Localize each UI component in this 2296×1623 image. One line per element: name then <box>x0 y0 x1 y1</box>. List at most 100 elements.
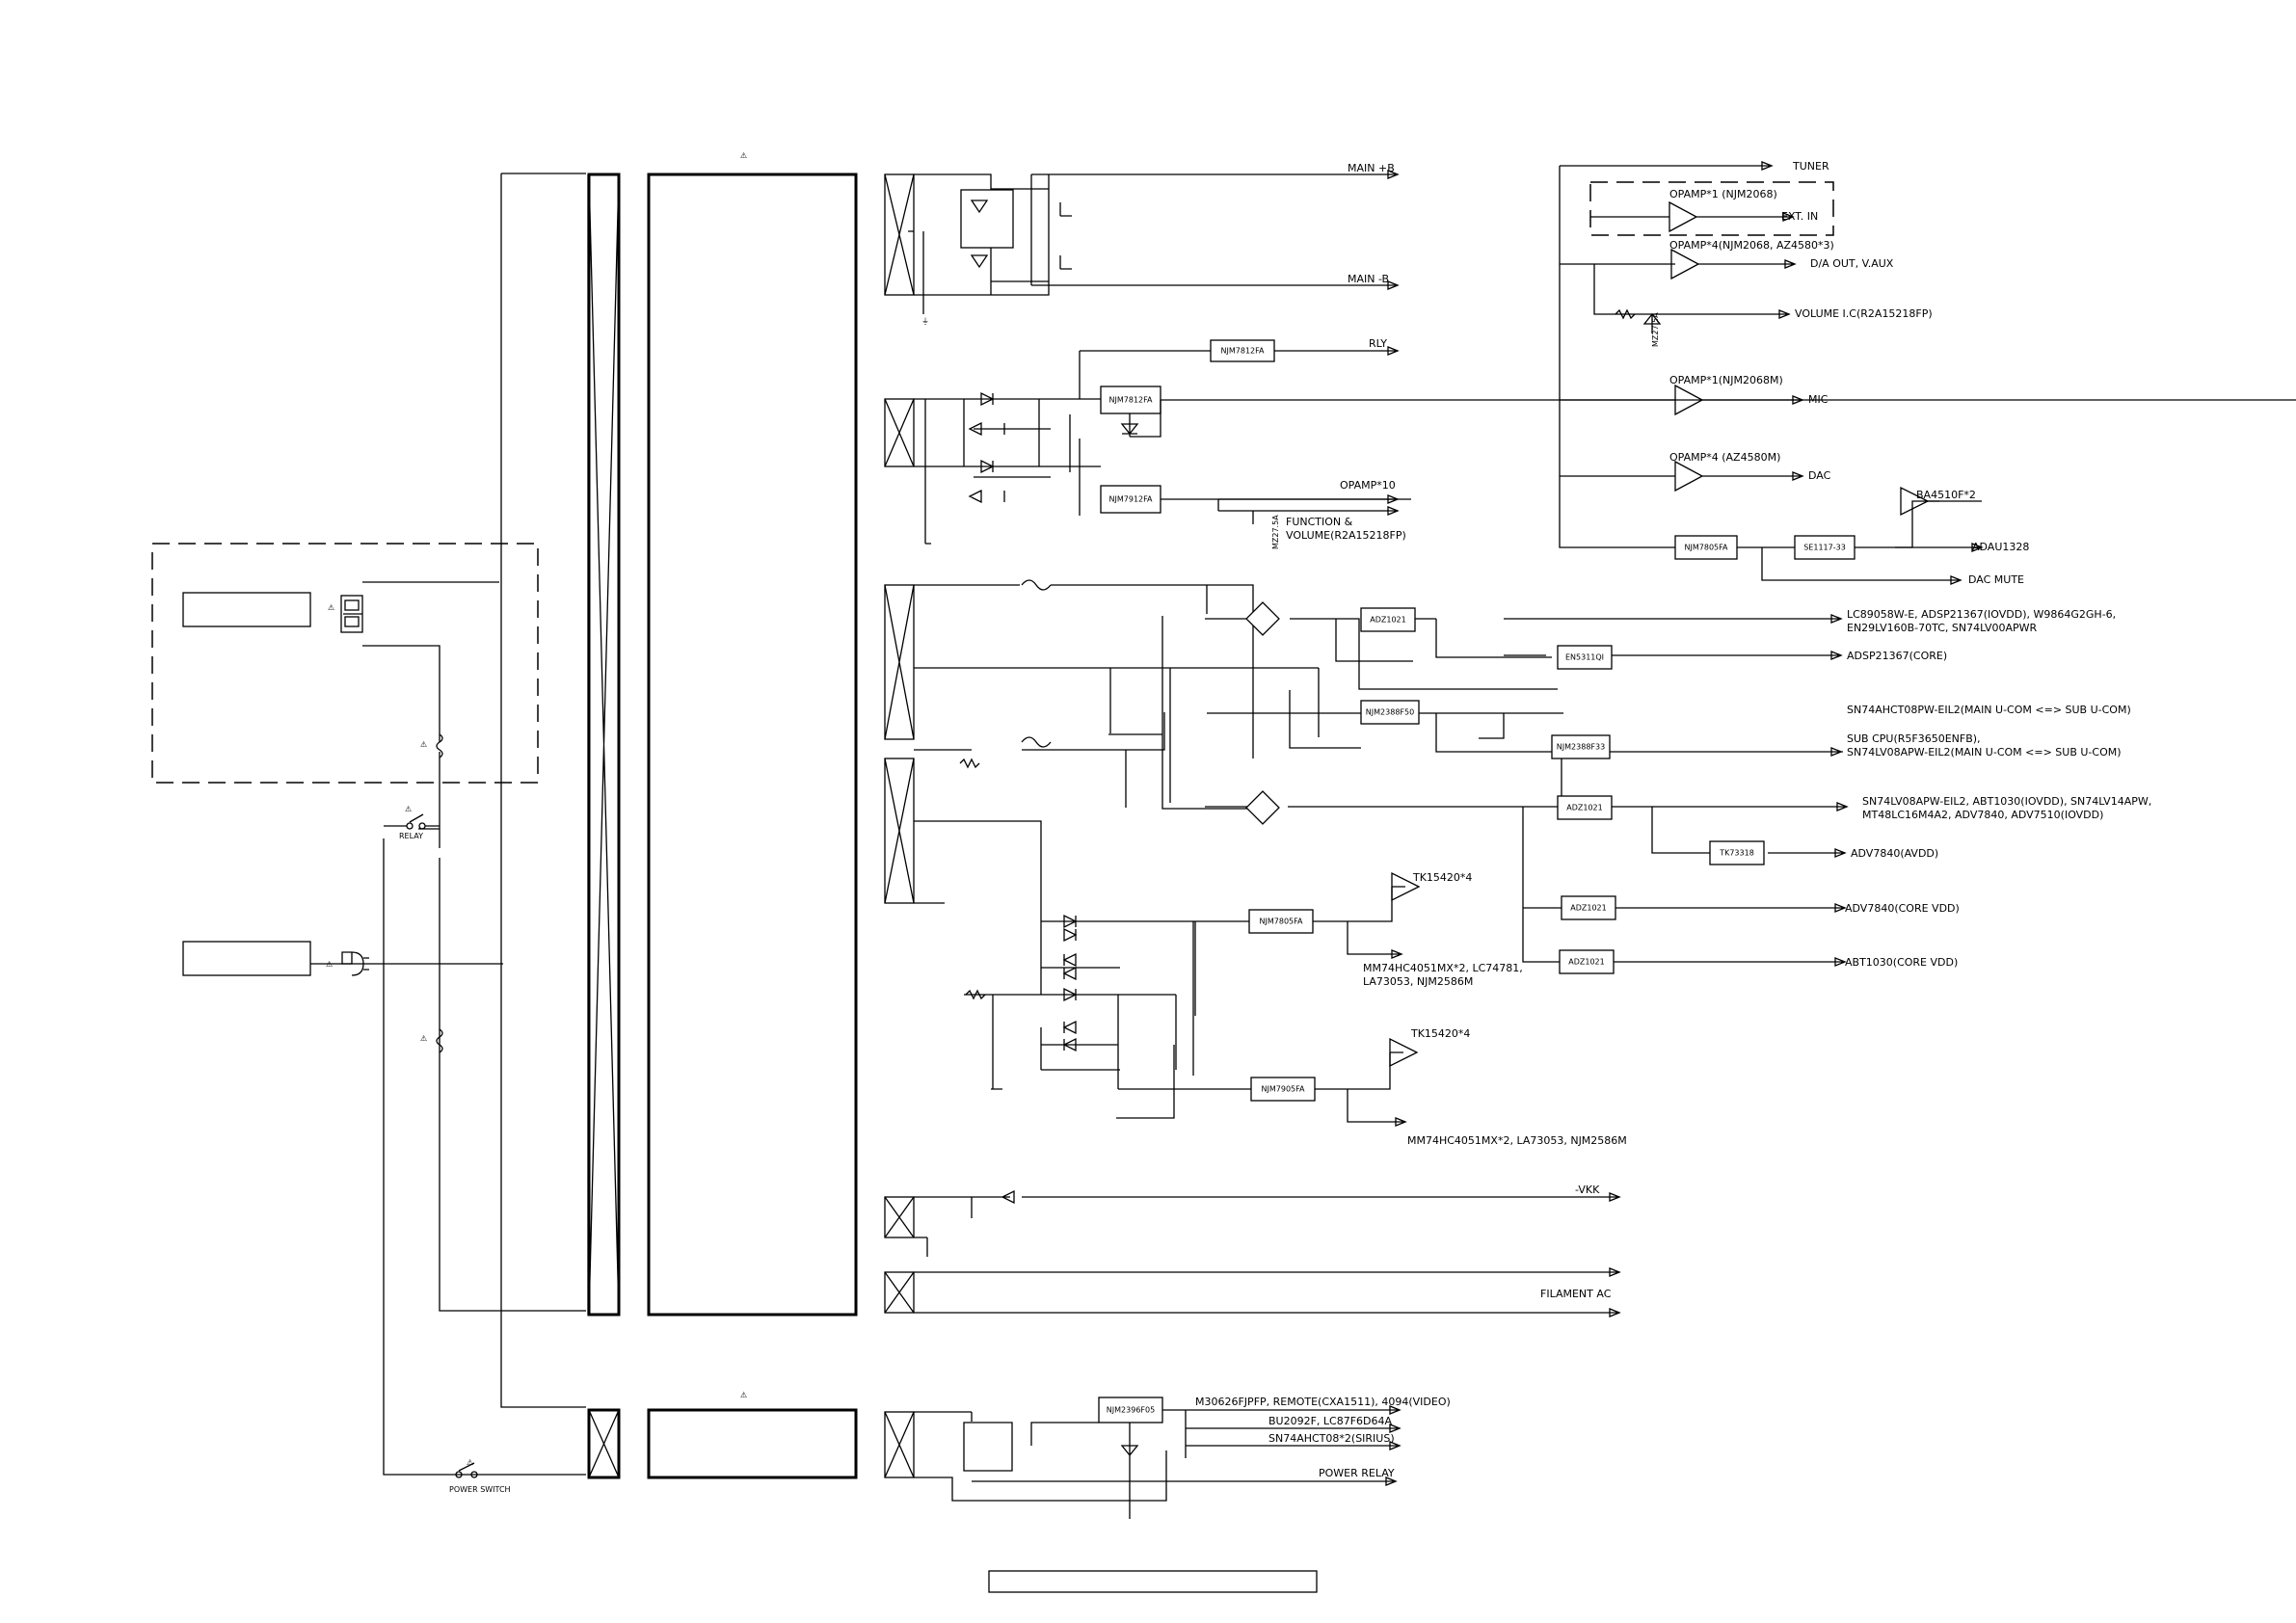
relay-label: RELAY <box>399 832 423 840</box>
svg-text:NJM7812FA: NJM7812FA <box>1221 347 1265 356</box>
sn74lv-label-1: SN74LV08APW-EIL2, ABT1030(IOVDD), SN74LV… <box>1862 795 2151 808</box>
mz27-label-a: MZ27.5A <box>1271 515 1280 549</box>
power-switch-icon <box>455 1462 478 1478</box>
njm7905fa <box>1250 1077 1316 1102</box>
svg-text:NJM7805FA: NJM7805FA <box>1685 544 1728 552</box>
svg-text:⏚: ⏚ <box>921 317 929 326</box>
njm7805fa-right <box>1674 535 1738 560</box>
function-volume-label-2: VOLUME(R2A15218FP) <box>1286 529 1406 542</box>
sn74lv-label-2: MT48LC16M4A2, ADV7840, ADV7510(IOVDD) <box>1862 809 2103 821</box>
svg-text:NJM7812FA: NJM7812FA <box>1109 396 1153 405</box>
power-switch-label: POWER SWITCH <box>449 1485 511 1494</box>
transformer-primary-small <box>587 1408 621 1479</box>
tuner-label: TUNER <box>1792 160 1829 173</box>
bridge-rectifier-a <box>1245 601 1280 636</box>
sn74lv08-label: SN74LV08APW-EIL2(MAIN U-COM <=> SUB U-CO… <box>1847 746 2122 758</box>
da-out-label: D/A OUT, V.AUX <box>1810 257 1894 270</box>
svg-text:⚠: ⚠ <box>740 1391 747 1399</box>
analog-diodes <box>965 914 1078 1052</box>
svg-text:TK73318: TK73318 <box>1719 849 1754 858</box>
rly-rectifier-wiring <box>914 351 2296 545</box>
svg-text:NJM7905FA: NJM7905FA <box>1262 1085 1305 1094</box>
ext-in-dashed-frame <box>1589 181 1834 236</box>
mm74-label-b: MM74HC4051MX*2, LA73053, NJM2586M <box>1407 1134 1627 1147</box>
ext-in-label: EXT. IN <box>1781 210 1818 223</box>
svg-text:ADZ1021: ADZ1021 <box>1566 804 1602 812</box>
mm74-label-a2: LA73053, NJM2586M <box>1363 975 1473 988</box>
rly-label: RLY <box>1369 337 1387 350</box>
title-block <box>988 1570 1318 1593</box>
function-volume-label-1: FUNCTION & <box>1286 516 1353 528</box>
njm7812fa <box>1100 386 1161 414</box>
adz1021-b <box>1557 795 1613 820</box>
filament-wiring <box>914 1267 1621 1317</box>
adv7840-avdd-label: ADV7840(AVDD) <box>1851 847 1938 860</box>
vkk-label: -VKK <box>1575 1184 1600 1196</box>
dac-label: DAC <box>1808 469 1831 482</box>
main-pos-b-label: MAIN +B <box>1348 162 1395 174</box>
en5311qi <box>1557 645 1613 670</box>
ba4510-label: BA4510F*2 <box>1916 489 1976 501</box>
svg-text:NJM2396F05: NJM2396F05 <box>1107 1406 1155 1415</box>
standby-wiring <box>914 1405 1402 1519</box>
njm2388f33 <box>1551 734 1611 759</box>
svg-text:⚠: ⚠ <box>405 805 412 813</box>
svg-text:ADZ1021: ADZ1021 <box>1568 958 1604 967</box>
transformer-core <box>647 173 858 1317</box>
sub-cpu-label: SUB CPU(R5F3650ENFB), <box>1847 732 1981 745</box>
njm2388f50 <box>1360 700 1420 725</box>
se1117-33 <box>1794 535 1855 560</box>
opamp1-njm2068m-label: OPAMP*1(NJM2068M) <box>1669 374 1783 386</box>
lc89058-label-2: EN29LV160B-70TC, SN74LV00APWR <box>1847 622 2038 634</box>
opamp4-az-label: OPAMP*4 (AZ4580M) <box>1669 451 1780 464</box>
relay-switch-icon <box>384 813 440 830</box>
svg-text:⚠: ⚠ <box>740 151 747 160</box>
mic-label: MIC <box>1808 393 1829 406</box>
adz1021-d <box>1559 949 1615 974</box>
filament-label: FILAMENT AC <box>1540 1288 1612 1300</box>
left-wiring <box>310 173 586 1476</box>
opamp-bus-wiring <box>1559 161 1939 548</box>
njm7805fa <box>1248 909 1314 934</box>
svg-text:⚠: ⚠ <box>467 1458 473 1467</box>
secondary-windings <box>884 173 915 1478</box>
lc89058-label-1: LC89058W-E, ADSP21367(IOVDD), W9864G2GH-… <box>1847 608 2116 621</box>
sn74ahct08-label: SN74AHCT08PW-EIL2(MAIN U-COM <=> SUB U-C… <box>1847 704 2131 716</box>
svg-text:⚠: ⚠ <box>420 740 427 749</box>
main-neg-b-label: MAIN -B <box>1348 273 1389 285</box>
tk73318 <box>1709 840 1765 865</box>
mz27-label-b: MZ27.5A <box>1651 312 1660 347</box>
adz1021-a <box>1360 607 1416 632</box>
svg-text:NJM2388F50: NJM2388F50 <box>1366 708 1414 717</box>
opamp10-label: OPAMP*10 <box>1340 479 1396 492</box>
adz1021-c <box>1561 895 1616 920</box>
transformer-sub-core <box>647 1408 858 1479</box>
m30626-label: M30626FJPFP, REMOTE(CXA1511), 4094(VIDEO… <box>1195 1396 1451 1408</box>
njm7912fa <box>1100 485 1161 514</box>
adv7840-core-label: ADV7840(CORE VDD) <box>1845 902 1960 915</box>
tk15420-label-a: TK15420*4 <box>1412 871 1472 884</box>
digital-supply-wiring <box>914 584 1849 967</box>
svg-text:ADZ1021: ADZ1021 <box>1370 616 1405 625</box>
analog-supply-wiring <box>914 820 1407 1127</box>
bu2092-label: BU2092F, LC87F6D64A <box>1268 1415 1393 1427</box>
warning-triangle-icons: ⚠ ⚠ ⚠ ⚠ ⚠ ⚠ ⚠ ⚠ <box>326 151 747 1467</box>
svg-text:NJM7912FA: NJM7912FA <box>1109 495 1153 504</box>
adsp-core-label: ADSP21367(CORE) <box>1847 650 1947 662</box>
vkk-wiring <box>914 1189 1621 1257</box>
main-b-circuit <box>908 173 1398 314</box>
svg-text:ADZ1021: ADZ1021 <box>1570 904 1606 913</box>
opamp1-njm2068-label: OPAMP*1 (NJM2068) <box>1669 188 1777 200</box>
adau1328-label: ADAU1328 <box>1972 541 2029 553</box>
dac-mute-label: DAC MUTE <box>1968 573 2024 586</box>
left-blank-box-2 <box>182 941 311 976</box>
mm74-label-a1: MM74HC4051MX*2, LC74781, <box>1363 962 1523 974</box>
svg-text:EN5311QI: EN5311QI <box>1565 653 1604 662</box>
opamp4-njm-label: OPAMP*4(NJM2068, AZ4580*3) <box>1669 239 1834 252</box>
svg-text:NJM2388F33: NJM2388F33 <box>1557 743 1605 752</box>
tk15420-label-b: TK15420*4 <box>1410 1027 1470 1040</box>
njm2396f05 <box>1098 1397 1163 1423</box>
fuse-icons <box>436 733 443 1053</box>
ac-inlet-dashed-frame <box>151 543 539 784</box>
